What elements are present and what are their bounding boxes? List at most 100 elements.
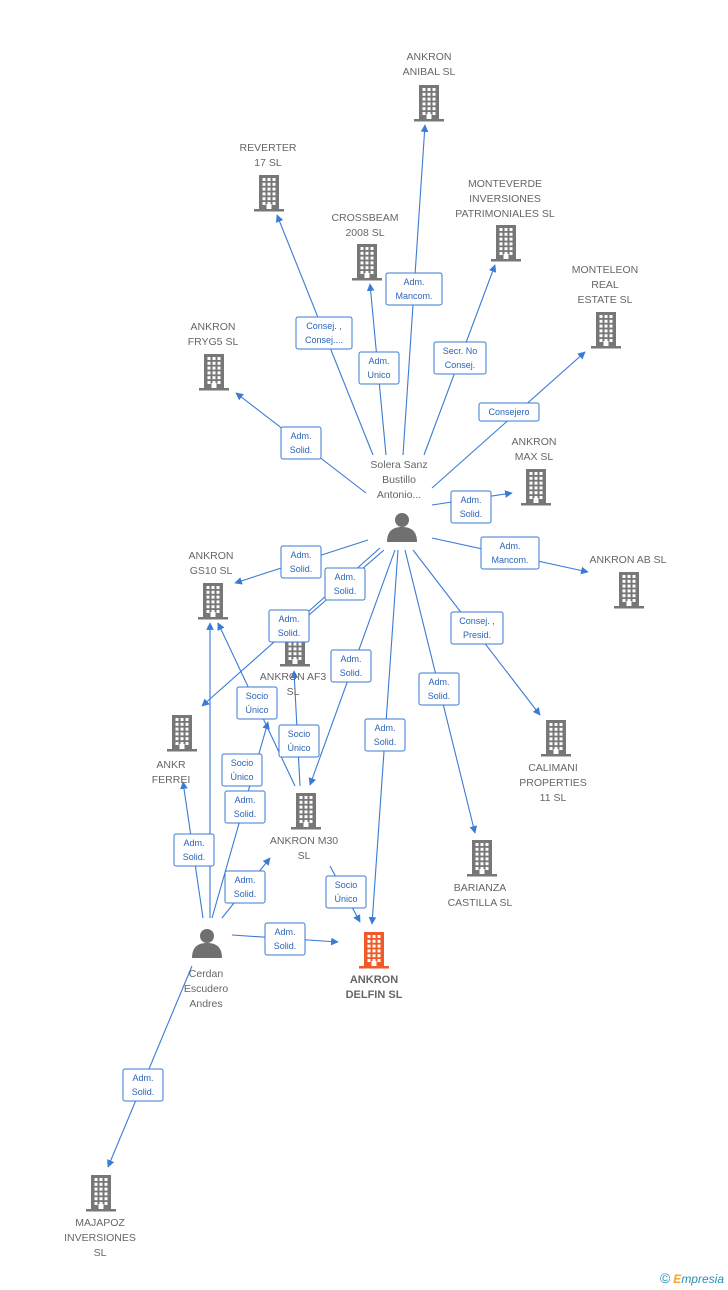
edge-label-box[interactable] bbox=[122, 1068, 164, 1102]
edge-label-solera-barianza[interactable]: Adm.Solid. bbox=[418, 672, 460, 706]
node-label[interactable]: Solera Sanz bbox=[370, 459, 427, 471]
edge-label-solera-max[interactable]: Adm.Solid. bbox=[450, 490, 492, 524]
node-calimani[interactable]: CALIMANI PROPERTIES 11 SL bbox=[519, 720, 587, 804]
node-label[interactable]: MAJAPOZ bbox=[75, 1217, 125, 1229]
edge-label-box[interactable] bbox=[325, 875, 367, 909]
building-icon[interactable] bbox=[491, 225, 521, 262]
edge-label-box[interactable] bbox=[264, 922, 306, 956]
node-ab[interactable]: ANKRON AB SL bbox=[589, 554, 667, 609]
node-monteverde[interactable]: MONTEVERDE INVERSIONES PATRIMONIALES SL bbox=[455, 178, 555, 262]
node-label[interactable]: SL bbox=[298, 850, 311, 862]
node-gs10[interactable]: ANKRON GS10 SL bbox=[189, 550, 234, 620]
building-icon[interactable] bbox=[541, 720, 571, 757]
building-icon[interactable] bbox=[254, 175, 284, 212]
edge-label-box[interactable] bbox=[418, 672, 460, 706]
edge-label-box[interactable] bbox=[480, 536, 540, 570]
node-label[interactable]: ANKR bbox=[156, 759, 186, 771]
edge-label-solera-gs10[interactable]: Adm.Solid. bbox=[280, 545, 322, 579]
edge-label-box[interactable] bbox=[268, 609, 310, 643]
node-label[interactable]: Bustillo bbox=[382, 474, 416, 486]
edge-label-box[interactable] bbox=[280, 426, 322, 460]
edge-label-solera-m30[interactable]: Adm.Solid. bbox=[330, 649, 372, 683]
node-majapoz[interactable]: MAJAPOZ INVERSIONES SL bbox=[64, 1175, 136, 1259]
node-label[interactable]: ESTATE SL bbox=[577, 294, 632, 306]
building-icon[interactable] bbox=[167, 715, 197, 752]
node-label[interactable]: Antonio... bbox=[377, 489, 421, 501]
edge-label-box[interactable] bbox=[450, 490, 492, 524]
node-label[interactable]: ANIBAL SL bbox=[403, 66, 456, 78]
node-label[interactable]: ANKRON bbox=[407, 51, 452, 63]
node-label[interactable]: PROPERTIES bbox=[519, 777, 587, 789]
node-label[interactable]: Cerdan bbox=[189, 968, 224, 980]
node-anibal[interactable]: ANKRON ANIBAL SL bbox=[403, 51, 456, 122]
node-label[interactable]: INVERSIONES bbox=[64, 1232, 136, 1244]
edge-label-solera-monteleon[interactable]: Consejero bbox=[478, 402, 540, 422]
edge-label-box[interactable] bbox=[278, 724, 320, 758]
node-label[interactable]: 11 SL bbox=[540, 792, 567, 804]
node-label[interactable]: REAL bbox=[591, 279, 619, 291]
building-icon[interactable] bbox=[591, 312, 621, 349]
building-icon[interactable] bbox=[199, 354, 229, 391]
node-label[interactable]: PATRIMONIALES SL bbox=[455, 208, 555, 220]
edge-label-solera-af3[interactable]: Adm.Solid. bbox=[324, 567, 366, 601]
edge-label-box[interactable] bbox=[478, 402, 540, 422]
building-icon[interactable] bbox=[614, 572, 644, 609]
node-label[interactable]: GS10 SL bbox=[190, 565, 233, 577]
building-icon[interactable] bbox=[291, 793, 321, 830]
edge-label-cerdan-af3[interactable]: Adm.Solid. bbox=[224, 790, 266, 824]
edge-label-box[interactable] bbox=[236, 686, 278, 720]
building-icon[interactable] bbox=[359, 932, 389, 969]
edge-label-box[interactable] bbox=[324, 567, 366, 601]
node-label[interactable]: Escudero bbox=[184, 983, 229, 995]
node-label[interactable]: FERREI bbox=[152, 774, 191, 786]
edge-label-solera-calimani[interactable]: Consej. ,Presid. bbox=[450, 611, 504, 645]
node-label[interactable]: FRYG5 SL bbox=[188, 336, 239, 348]
building-icon[interactable] bbox=[198, 583, 228, 620]
node-label[interactable]: CALIMANI bbox=[528, 762, 578, 774]
edge-label-cerdan-delfin[interactable]: Adm.Solid. bbox=[264, 922, 306, 956]
edge-label-solera-ab[interactable]: Adm.Mancom. bbox=[480, 536, 540, 570]
edge-label-box[interactable] bbox=[173, 833, 215, 867]
node-label[interactable]: BARIANZA bbox=[454, 882, 507, 894]
node-label[interactable]: 17 SL bbox=[254, 157, 282, 169]
edge-label-box[interactable] bbox=[330, 649, 372, 683]
node-label[interactable]: ANKRON bbox=[350, 974, 398, 986]
person-icon[interactable] bbox=[192, 929, 222, 958]
building-icon[interactable] bbox=[414, 85, 444, 122]
edge-label-box[interactable] bbox=[385, 272, 443, 306]
node-label[interactable]: ANKRON bbox=[189, 550, 234, 562]
edge-label-cerdan-majapoz[interactable]: Adm.Solid. bbox=[122, 1068, 164, 1102]
building-icon[interactable] bbox=[467, 840, 497, 877]
edge-label-solera-fryg5[interactable]: Adm.Solid. bbox=[280, 426, 322, 460]
node-label[interactable]: INVERSIONES bbox=[469, 193, 541, 205]
edge-label-box[interactable] bbox=[295, 316, 353, 350]
node-label[interactable]: SL bbox=[287, 686, 300, 698]
building-icon[interactable] bbox=[86, 1175, 116, 1212]
edge-label-solera-anibal[interactable]: Adm.Mancom. bbox=[385, 272, 443, 306]
edge-label-solera-crossbeam[interactable]: Adm.Unico bbox=[358, 351, 400, 385]
edge-label-box[interactable] bbox=[364, 718, 406, 752]
node-label[interactable]: ANKRON AB SL bbox=[589, 554, 666, 566]
node-label[interactable]: SL bbox=[94, 1247, 107, 1259]
edge-label-box[interactable] bbox=[224, 870, 266, 904]
edge-label-box[interactable] bbox=[280, 545, 322, 579]
node-label[interactable]: MONTEVERDE bbox=[468, 178, 542, 190]
person-icon[interactable] bbox=[387, 513, 417, 542]
edge-label-cerdan-m30[interactable]: Adm.Solid. bbox=[224, 870, 266, 904]
edge-label-box[interactable] bbox=[450, 611, 504, 645]
node-label[interactable]: Andres bbox=[189, 998, 222, 1010]
node-label[interactable]: ANKRON bbox=[512, 436, 557, 448]
node-solera[interactable]: Solera SanzBustilloAntonio... bbox=[370, 459, 428, 542]
node-label[interactable]: CROSSBEAM bbox=[331, 212, 398, 224]
